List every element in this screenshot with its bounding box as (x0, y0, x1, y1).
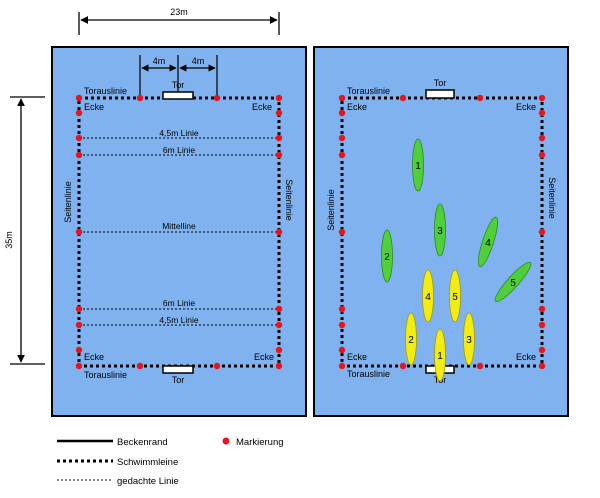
width-dimension: 23m (78, 7, 280, 35)
width-label: 23m (170, 7, 188, 17)
green-player-1-number: 1 (415, 161, 421, 172)
yellow-player-2-number: 2 (408, 335, 414, 346)
line-45m-bottom-label: 4,5m Linie (159, 315, 198, 325)
green-player-3-number: 3 (437, 226, 443, 237)
green-player-2-number: 2 (384, 252, 390, 263)
green-player-3: 3 (434, 203, 446, 257)
green-player-2: 2 (381, 229, 393, 283)
length-dimension: 35m (4, 96, 45, 365)
markers (75, 94, 283, 370)
goal-offset-right-label: 4m (192, 56, 205, 66)
yellow-player-2: 2 (405, 312, 417, 366)
corner-tr-label: Ecke (516, 102, 536, 112)
corner-tl-label: Ecke (347, 102, 367, 112)
goal-line-bottom-label: Torauslinie (84, 370, 127, 380)
yellow-player-1-number: 1 (437, 351, 443, 362)
green-player-4: 4 (478, 216, 498, 268)
marker-sample (222, 437, 230, 445)
legend-marker: Markierung (222, 437, 284, 448)
corner-tl-label: Ecke (84, 102, 104, 112)
line-6m-bottom-label: 6m Linie (163, 298, 195, 308)
goal-line-top-label: Torauslinie (84, 86, 127, 96)
legend-pool-edge: Beckenrand (57, 437, 168, 448)
length-label: 35m (4, 231, 14, 249)
green-player-1: 1 (412, 138, 424, 192)
goal-line-bottom-label: Torauslinie (347, 369, 390, 379)
yellow-player-3-number: 3 (466, 335, 472, 346)
green-player-5-number: 5 (510, 278, 516, 289)
markers (338, 94, 546, 370)
yellow-player-4-number: 4 (425, 292, 431, 303)
legend: Beckenrand Schwimmleine gedachte Linie M… (57, 437, 284, 487)
legend-marker-label: Markierung (236, 437, 284, 448)
yellow-player-5: 5 (449, 269, 461, 323)
green-player-4-number: 4 (485, 238, 491, 249)
goal-bottom (162, 365, 194, 374)
corner-br-label: Ecke (516, 352, 536, 362)
corner-bl-label: Ecke (84, 352, 104, 362)
corner-bl-label: Ecke (347, 352, 367, 362)
goal-offset-left-label: 4m (153, 56, 166, 66)
goal-top-label: Tor (434, 78, 447, 88)
side-right-label: Seitenlinie (284, 179, 294, 221)
legend-imaginary-line-label: gedachte Linie (117, 476, 179, 487)
line-6m-top-label: 6m Linie (163, 145, 195, 155)
goal-top (425, 89, 455, 99)
yellow-player-4: 4 (422, 269, 434, 323)
legend-imaginary-line: gedachte Linie (57, 476, 179, 487)
goal-top (162, 91, 194, 100)
green-team: 1 2 3 4 5 (381, 138, 532, 303)
legend-pool-edge-label: Beckenrand (117, 437, 168, 448)
imaginary-lines (79, 137, 279, 326)
side-left-label: Seitenlinie (63, 181, 73, 223)
line-45m-top-label: 4,5m Linie (159, 128, 198, 138)
side-right-label: Seitenlinie (547, 177, 557, 219)
yellow-team: 4 5 2 3 1 (405, 269, 475, 382)
legend-swim-line-label: Schwimmleine (117, 457, 178, 468)
yellow-player-5-number: 5 (452, 292, 458, 303)
goal-top-label: Tor (172, 80, 185, 90)
left-pool: 4m 4m Torauslinie (51, 46, 307, 417)
legend-swim-line: Schwimmleine (57, 457, 178, 468)
goal-bottom-label: Tor (172, 375, 185, 385)
corner-tr-label: Ecke (252, 102, 272, 112)
corner-br-label: Ecke (254, 352, 274, 362)
green-player-5: 5 (494, 261, 532, 303)
goal-line-top-label: Torauslinie (347, 86, 390, 96)
right-pool: Torauslinie Tor Ecke Ecke Seitenlinie Se… (313, 46, 569, 417)
side-left-label: Seitenlinie (326, 189, 336, 231)
yellow-player-3: 3 (463, 312, 475, 366)
line-mid-label: Mittelline (162, 221, 196, 231)
yellow-player-1: 1 (434, 328, 446, 382)
goal-offset-dimension: 4m 4m (139, 55, 218, 98)
